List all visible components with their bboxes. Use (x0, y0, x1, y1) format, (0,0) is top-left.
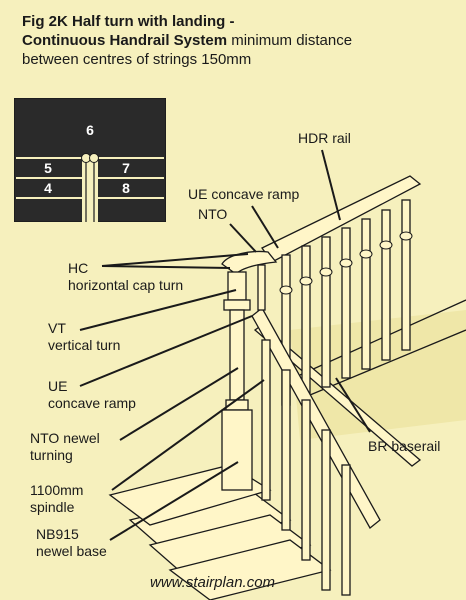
leader-hdr (321, 149, 341, 221)
footer-url: www.stairplan.com (150, 574, 276, 591)
figure-title: Fig 2K Half turn with landing - Continuo… (22, 12, 452, 69)
label-hc-desc: horizontal cap turn (68, 277, 184, 293)
plan-number-5: 5 (44, 160, 52, 176)
title-line-2: Continuous Handrail System minimum dista… (22, 31, 452, 50)
label-vt: VT (48, 320, 66, 336)
label-spindle-desc: spindle (30, 499, 75, 515)
label-hc: HC (68, 260, 89, 276)
label-nto-newel: NTO newel (30, 430, 100, 446)
leader-br (335, 377, 371, 433)
plan-view (14, 98, 166, 222)
label-nb: NB915 (36, 526, 79, 542)
upper-spindles (281, 199, 411, 406)
leader-nto-newel (119, 367, 239, 441)
plan-number-7: 7 (122, 160, 130, 176)
label-spindle: 1100mm (30, 482, 84, 498)
label-hdr-rail: HDR rail (298, 130, 351, 146)
short-spindle (257, 264, 266, 311)
leader-nto (229, 223, 257, 253)
plan-newel-right (89, 153, 99, 163)
title-rest-part: minimum distance (227, 32, 353, 49)
plan-number-6: 6 (86, 122, 94, 138)
plan-number-4: 4 (44, 180, 52, 196)
leader-hc-b (101, 265, 231, 269)
lower-spindles (261, 339, 351, 596)
leader-ue (79, 315, 253, 387)
plan-number-8: 8 (122, 180, 130, 196)
label-br-baserail: BR baserail (368, 438, 441, 454)
leader-ue-top (251, 205, 279, 249)
label-ue-desc: concave ramp (48, 395, 136, 411)
title-line-1: Fig 2K Half turn with landing - (22, 13, 235, 30)
label-nto: NTO (198, 206, 228, 222)
leader-hc-a (101, 253, 249, 267)
label-ue: UE (48, 378, 68, 394)
label-nto-newel-desc: turning (30, 447, 73, 463)
label-vt-desc: vertical turn (48, 337, 121, 353)
newel-post (221, 271, 253, 491)
label-ue-concave-ramp-top: UE concave ramp (188, 186, 300, 202)
leader-vt (79, 289, 237, 331)
leader-nb (109, 461, 239, 541)
title-line-3: between centres of strings 150mm (22, 51, 252, 68)
upper-landing-floor (290, 310, 466, 440)
leader-spindle (111, 379, 265, 491)
label-nb-desc: newel base (36, 543, 107, 559)
title-bold-part: Continuous Handrail System (22, 32, 228, 49)
